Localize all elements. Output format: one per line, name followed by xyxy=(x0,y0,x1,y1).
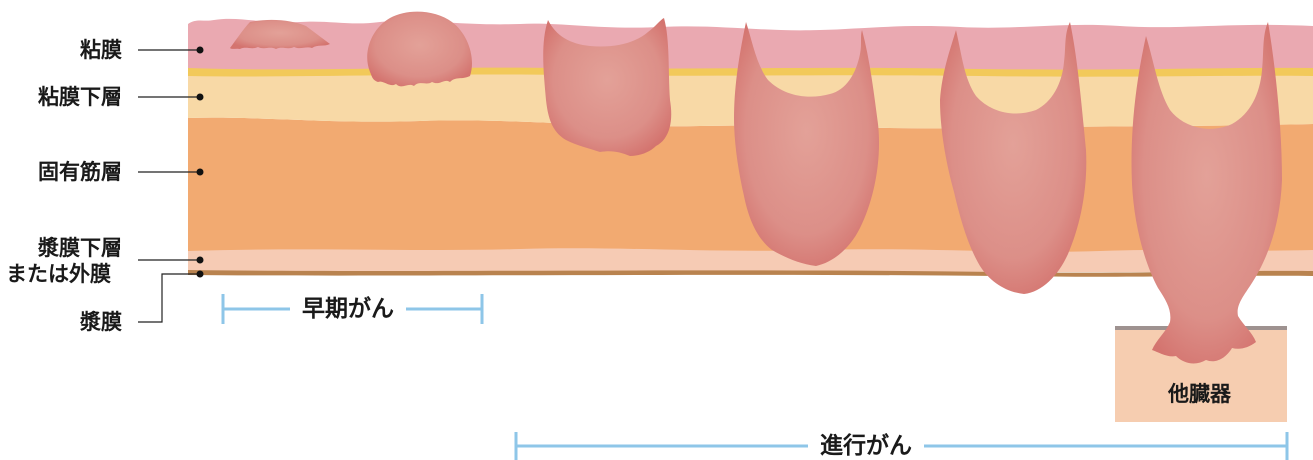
leader-serosa xyxy=(138,274,200,322)
dot-subserosa xyxy=(197,257,204,264)
label-muscularis: 固有筋層 xyxy=(38,160,122,184)
label-serosa: 漿膜 xyxy=(80,310,122,334)
label-mucosa: 粘膜 xyxy=(80,38,122,62)
label-subserosa-2: または外膜 xyxy=(6,262,111,286)
label-subserosa-1: 漿膜下層 xyxy=(38,236,122,260)
dot-mucosa xyxy=(197,47,204,54)
label-submucosa: 粘膜下層 xyxy=(38,85,122,109)
dot-submucosa xyxy=(197,94,204,101)
label-early-cancer: 早期がん xyxy=(290,295,406,323)
dot-muscularis xyxy=(197,169,204,176)
label-advanced-cancer: 進行がん xyxy=(808,432,924,460)
dot-serosa xyxy=(197,271,204,278)
label-other-organ: 他臓器 xyxy=(1168,378,1231,408)
